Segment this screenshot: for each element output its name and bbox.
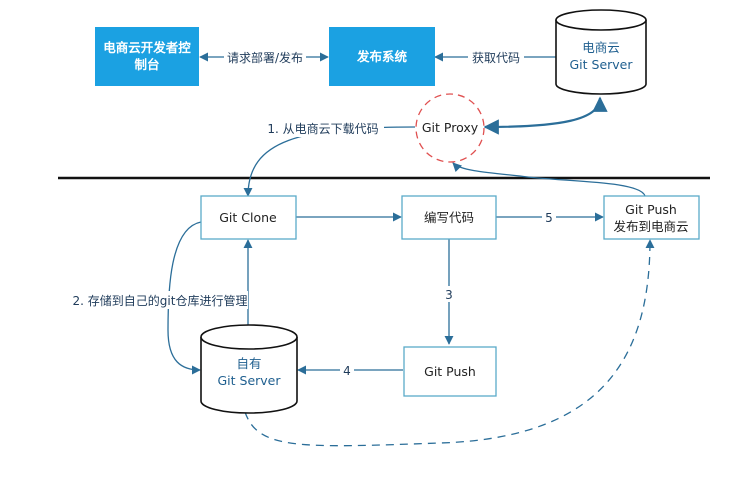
edge-label-step5: 5 xyxy=(545,211,553,225)
node-git-push-publish[interactable]: Git Push 发布到电商云 xyxy=(603,195,700,240)
node-git-push-label: Git Push xyxy=(424,364,476,379)
edge-label-download: 1. 从电商云下载代码 xyxy=(267,121,378,136)
edge-label-step4: 4 xyxy=(343,364,351,378)
edge-store-manage xyxy=(167,221,202,375)
node-ecloud-git-server-line2: Git Server xyxy=(569,57,633,72)
node-publish-system[interactable]: 发布系统 xyxy=(329,27,435,86)
edge-label-store-manage: 2. 存储到自己的git仓库进行管理 xyxy=(73,293,248,308)
node-git-proxy-label: Git Proxy xyxy=(422,120,479,135)
node-own-git-server-line1: 自有 xyxy=(236,356,261,371)
edge-dashed-sync xyxy=(244,239,655,447)
node-publish-system-label: 发布系统 xyxy=(356,49,408,64)
node-console-line1: 电商云开发者控 xyxy=(103,40,191,55)
node-console[interactable]: 电商云开发者控 制台 xyxy=(95,27,199,86)
node-git-clone-label: Git Clone xyxy=(219,210,277,225)
node-git-push-publish-line2: 发布到电商云 xyxy=(613,219,688,234)
node-own-git-server-line2: Git Server xyxy=(217,373,281,388)
node-write-code[interactable]: 编写代码 xyxy=(401,195,497,240)
node-git-clone[interactable]: Git Clone xyxy=(200,195,297,240)
node-ecloud-git-server-line1: 电商云 xyxy=(582,40,620,55)
node-git-push-publish-line1: Git Push xyxy=(625,202,677,217)
node-git-proxy[interactable]: Git Proxy xyxy=(415,93,485,163)
node-own-git-server[interactable]: 自有 Git Server xyxy=(200,324,298,414)
edge-label-fetch-code: 获取代码 xyxy=(472,51,520,65)
edge-publish-to-proxy xyxy=(452,162,646,197)
node-ecloud-git-server[interactable]: 电商云 Git Server xyxy=(555,9,647,95)
node-console-line2: 制台 xyxy=(134,57,159,72)
node-git-push[interactable]: Git Push xyxy=(403,346,497,397)
node-write-code-label: 编写代码 xyxy=(424,210,474,225)
edge-label-request-deploy: 请求部署/发布 xyxy=(227,50,303,65)
edge-download xyxy=(243,126,416,197)
edge-label-step3: 3 xyxy=(445,288,453,302)
edge-proxy-server xyxy=(483,96,608,135)
